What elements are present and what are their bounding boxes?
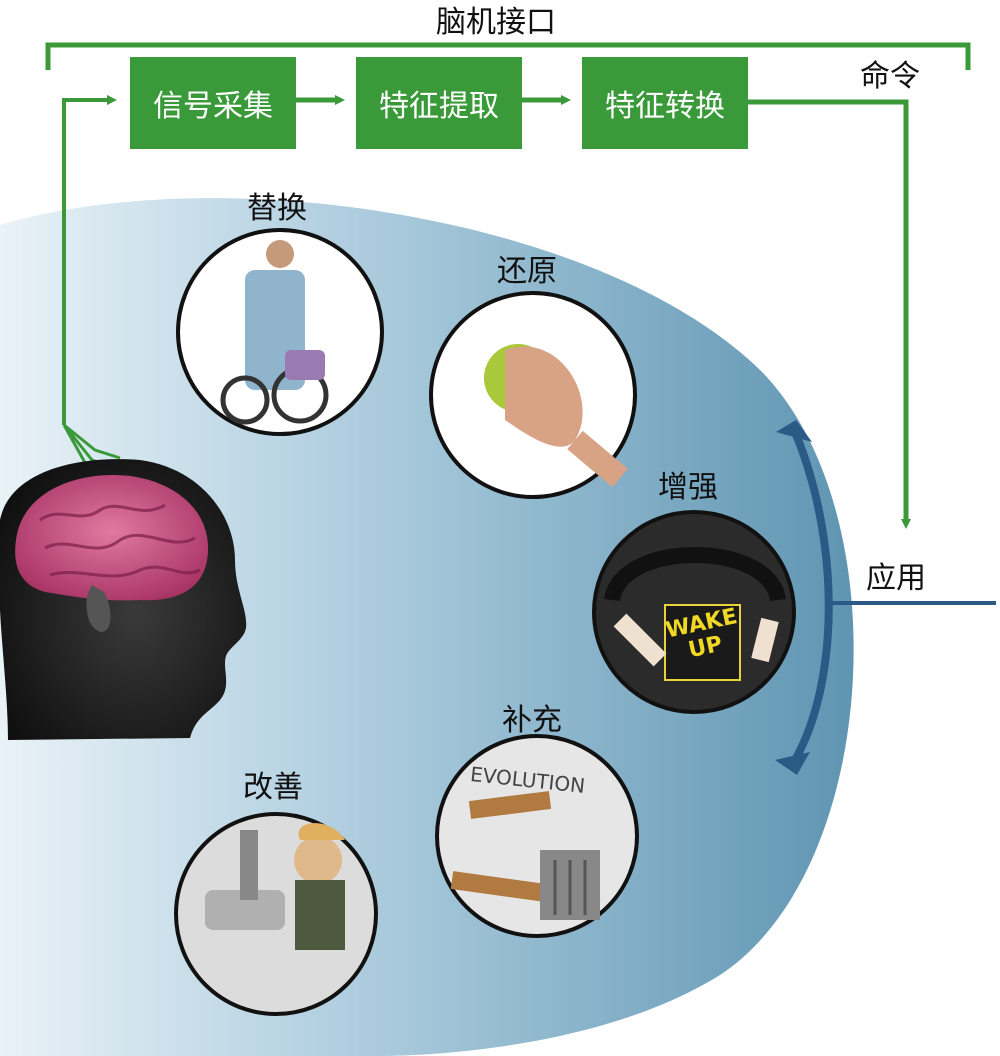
restore-label: 还原 — [497, 254, 557, 289]
arc-arrow-top — [776, 420, 812, 442]
photo-improve — [174, 812, 378, 1016]
signal-acquisition-box: 信号采集 — [130, 57, 296, 149]
command-label: 命令 — [860, 59, 920, 94]
bci-bracket-line — [45, 42, 971, 70]
feature-translation-box: 特征转换 — [582, 57, 748, 149]
supplement-label: 补充 — [502, 703, 562, 738]
improve-label: 改善 — [243, 770, 303, 805]
command-arrow — [748, 99, 911, 529]
signal-acquisition-label: 信号采集 — [153, 89, 273, 124]
photo-replace — [176, 228, 384, 436]
photo-restore — [429, 291, 637, 499]
feedback-line — [62, 95, 117, 425]
bci-label: 脑机接口 — [436, 5, 556, 40]
feature-extraction-label: 特征提取 — [379, 89, 499, 124]
photo-enhance — [592, 510, 796, 714]
feature-translation-label: 特征转换 — [605, 89, 725, 124]
feature-extraction-box: 特征提取 — [356, 57, 522, 149]
replace-label: 替换 — [247, 191, 307, 226]
application-label: 应用 — [866, 561, 926, 596]
head-illustration — [0, 459, 247, 740]
photo-supplement — [435, 734, 639, 938]
arc-arrow-bottom — [775, 752, 810, 775]
enhance-label: 增强 — [658, 470, 718, 505]
application-arc — [791, 430, 833, 762]
